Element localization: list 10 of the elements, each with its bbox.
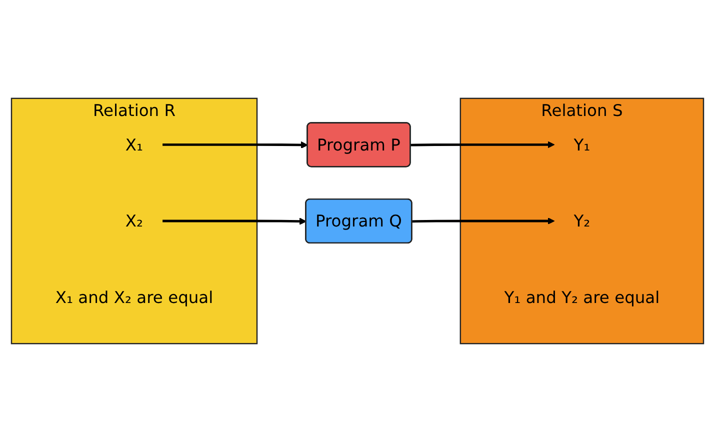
node-text: X₁ and X₂ are equal bbox=[55, 288, 214, 308]
node-text: X₁ bbox=[125, 134, 144, 154]
node-text: Y₁ bbox=[574, 134, 590, 154]
arrow bbox=[162, 141, 308, 149]
node-text: Y₁ and Y₂ are equal bbox=[504, 288, 660, 308]
arrow bbox=[162, 218, 306, 225]
node-text: Y₂ bbox=[574, 211, 590, 231]
arrow bbox=[412, 217, 555, 225]
arrow bbox=[410, 141, 555, 148]
node-text: X₂ bbox=[125, 211, 144, 231]
